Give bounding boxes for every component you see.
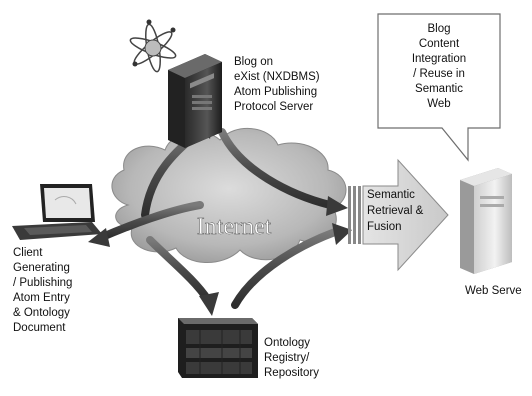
ontology-label: Ontology Registry/ Repository xyxy=(264,337,319,379)
laptop-icon xyxy=(12,184,102,240)
callout-label: Blog Content Integration / Reuse in Sema… xyxy=(411,23,467,110)
ontology-server-icon xyxy=(178,318,258,378)
arrow-from-blog-server xyxy=(218,128,348,216)
atom-icon xyxy=(129,19,177,73)
semantic-retrieval-arrow xyxy=(348,158,449,272)
blog-server-icon xyxy=(168,54,222,148)
internet-label: Internet xyxy=(197,214,272,240)
client-label: Client Generating / Publishing Atom Entr… xyxy=(13,247,73,334)
blog-server-label: Blog on eXist (NXDBMS) Atom Publishing P… xyxy=(234,56,320,113)
arrow-to-ontology xyxy=(146,236,219,316)
web-server-icon xyxy=(460,168,512,274)
callout-box xyxy=(377,13,501,162)
web-server-label: Web Serve xyxy=(465,285,522,297)
arrow-from-ontology xyxy=(231,223,352,309)
arrow-to-client xyxy=(88,201,204,247)
semantic-arrow-label: Semantic Retrieval & Fusion xyxy=(367,189,424,233)
